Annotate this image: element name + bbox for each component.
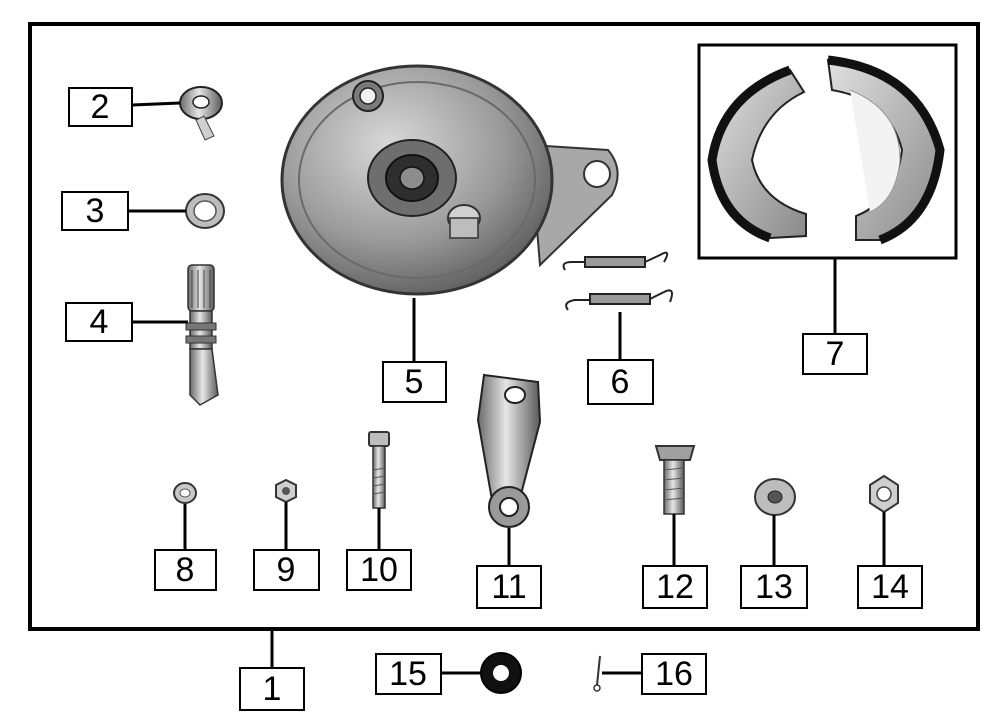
callout-11: 11 xyxy=(476,565,542,609)
callout-3-text: 3 xyxy=(86,192,105,230)
callout-1-text: 1 xyxy=(263,670,282,708)
callout-6-text: 6 xyxy=(611,363,630,401)
cotter-pin-icon xyxy=(593,655,601,692)
return-springs-icon xyxy=(562,251,673,311)
cam-shaft-icon xyxy=(185,264,219,406)
small-nut-icon xyxy=(275,478,297,504)
callout-9: 9 xyxy=(253,549,320,591)
callout-16: 16 xyxy=(641,653,707,695)
ring-washer-icon xyxy=(185,193,225,229)
callout-3: 3 xyxy=(61,191,129,231)
brake-panel-icon xyxy=(280,64,619,296)
callout-14-text: 14 xyxy=(871,568,909,606)
callout-4-text: 4 xyxy=(90,303,109,341)
callout-9-text: 9 xyxy=(277,551,296,589)
callout-5: 5 xyxy=(382,361,447,403)
flat-washer-icon xyxy=(754,478,796,516)
bolt-icon xyxy=(368,431,390,509)
brake-shoes-frame xyxy=(697,43,958,260)
callout-12-text: 12 xyxy=(656,568,694,606)
callout-13-text: 13 xyxy=(755,568,793,606)
brake-shoes-icon xyxy=(707,55,945,245)
tab-washer-icon xyxy=(179,86,223,141)
callout-12: 12 xyxy=(642,565,708,609)
callout-1: 1 xyxy=(239,667,305,711)
callout-14: 14 xyxy=(857,565,923,609)
callout-4: 4 xyxy=(65,302,133,342)
small-washer-icon xyxy=(173,482,197,504)
callout-15-text: 15 xyxy=(389,655,427,693)
callout-7: 7 xyxy=(802,333,868,375)
callout-6: 6 xyxy=(587,359,654,405)
callout-16-text: 16 xyxy=(655,655,693,693)
callout-8: 8 xyxy=(154,549,217,591)
oil-seal-icon xyxy=(480,652,522,694)
stud-bolt-icon xyxy=(654,445,696,515)
callout-11-text: 11 xyxy=(491,568,526,606)
callout-7-text: 7 xyxy=(826,335,845,373)
callout-13: 13 xyxy=(740,565,808,609)
callout-2-text: 2 xyxy=(91,88,110,126)
hex-nut-icon xyxy=(869,474,899,514)
callout-2: 2 xyxy=(68,87,133,127)
callout-10-text: 10 xyxy=(360,551,398,589)
callout-15: 15 xyxy=(375,653,442,695)
brake-arm-icon xyxy=(476,373,542,528)
assembly-frame xyxy=(28,22,980,631)
leader-2 xyxy=(131,101,181,107)
callout-8-text: 8 xyxy=(176,551,195,589)
callout-10: 10 xyxy=(346,549,412,591)
callout-5-text: 5 xyxy=(405,363,424,401)
